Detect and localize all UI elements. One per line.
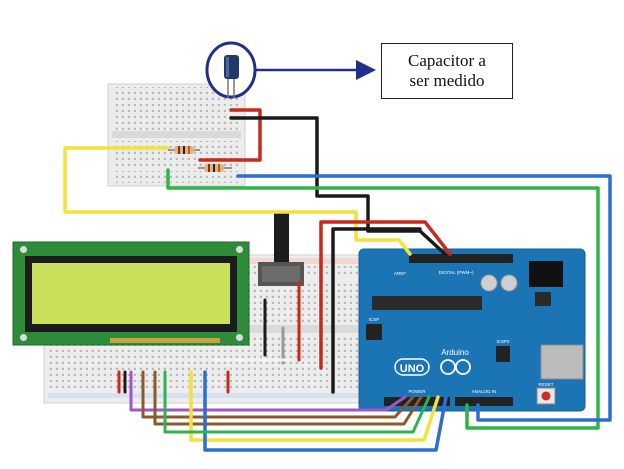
reset-label: RESET [538,382,553,387]
potentiometer-icon [258,213,304,286]
wire-yellow-top [63,146,412,256]
wire-green-right [166,168,600,430]
wire-black-main [331,227,422,394]
aref-label: AREF [394,271,406,276]
callout-line-2: ser medido [409,71,485,90]
icsp-header [366,324,382,340]
icsp2-label: ICSP2 [496,339,510,344]
wire-red-main-1 [319,220,452,370]
board-brand-label: UNO [400,363,425,375]
callout-line-1: Capacitor a [408,51,486,70]
wire-red-small [198,108,262,162]
infinity-logo-icon [440,359,456,375]
resistor-icon-2 [198,164,232,172]
icsp2-header [496,346,510,362]
analog-header-label: ANALOG IN [472,389,497,394]
wire-brown-1 [141,370,415,419]
wire-blue-right [236,174,612,422]
small-breadboard [107,83,246,187]
wire-brown-2 [153,370,423,426]
capacitor-icon [205,41,257,99]
capacitor-callout-box: Capacitor a ser medido [381,43,513,99]
lcd-module [12,241,250,346]
power-jack-icon [529,261,563,287]
usb-port-icon [540,344,584,380]
wires [63,108,612,452]
wire-black-top [229,116,447,256]
wire-purple [129,370,407,412]
resistor-icon [168,146,200,154]
wire-green-bottom [163,370,431,434]
power-header-label: POWER [408,389,426,394]
wire-blue-bottom [203,370,448,452]
wire-yellow-bottom [189,370,440,442]
icsp-label: ICSP [369,317,380,322]
digital-header-label: DIGITAL (PWM~) [439,270,474,275]
board-sub-brand-label: Arduino [441,348,469,357]
